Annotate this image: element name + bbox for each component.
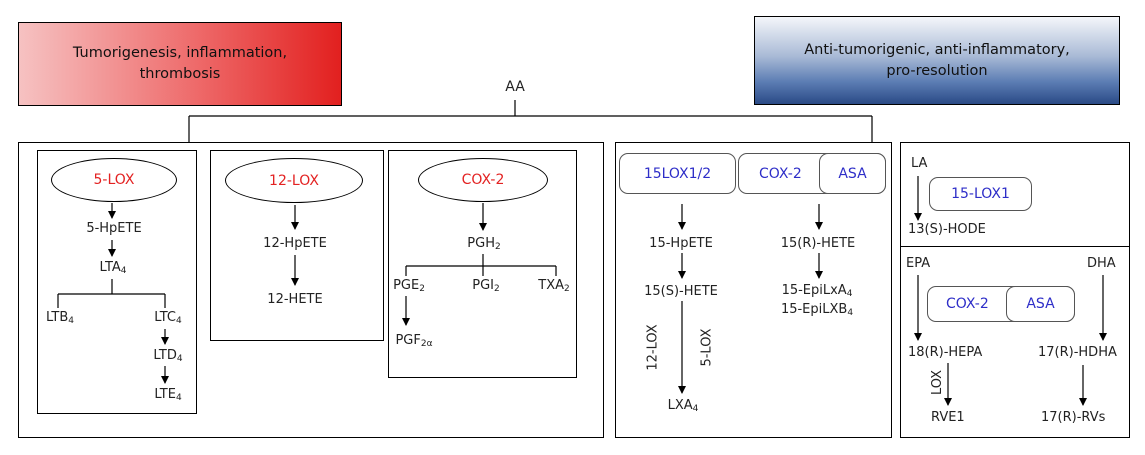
anti-asa-label: ASA (838, 165, 867, 182)
lxa4-label: LXA4 (667, 398, 699, 414)
lox12-box (210, 150, 384, 341)
lox12-hete: 12-HETE (267, 292, 323, 307)
cox2-box (388, 150, 577, 378)
pgi2-label: PGI2 (472, 278, 500, 294)
fatty-cox2-label: COX-2 (946, 296, 989, 312)
anti-tumor-header-line1: Anti-tumorigenic, anti-inflammatory, (804, 41, 1070, 58)
pgf2a-label: PGF2α (395, 333, 433, 349)
asa-box: ASA (819, 153, 886, 194)
lox5-box (37, 150, 197, 414)
epilxa4-label: 15-EpiLxA4 (781, 283, 853, 299)
r-hete-label: 15(R)-HETE (780, 236, 856, 251)
anti-cox2-label: COX-2 (759, 165, 802, 182)
cox2-enzyme-label: COX-2 (461, 172, 505, 188)
lox12-hpete: 12-HpETE (263, 236, 327, 251)
fatty-asa-box: ASA (1006, 286, 1075, 322)
ltd4-label: LTD4 (153, 348, 183, 364)
txa2-label: TXA2 (538, 278, 570, 294)
cox2-enzyme-ellipse: COX-2 (418, 158, 548, 202)
rve1-label: RVE1 (931, 410, 965, 425)
pro-tumor-header: Tumorigenesis, inflammation, thrombosis (18, 22, 342, 106)
epa-label: EPA (906, 256, 931, 271)
lta4-label: LTA4 (99, 260, 127, 276)
lte4-label: LTE4 (154, 387, 182, 403)
anti-tumor-panel (615, 142, 892, 438)
pro-tumor-header-line2: thrombosis (139, 66, 221, 82)
pge2-label: PGE2 (393, 278, 425, 294)
rvs-label: 17(R)-RVs (1041, 410, 1106, 425)
pro-tumor-header-line1: Tumorigenesis, inflammation, (72, 45, 288, 61)
hode-label: 13(S)-HODE (908, 222, 986, 237)
lox15-enzyme-label: 15LOX1/2 (643, 165, 712, 182)
lox5-hpete: 5-HpETE (86, 221, 142, 236)
hpete15-label: 15-HpETE (649, 236, 713, 251)
anti-tumor-header-line2: pro-resolution (886, 62, 988, 79)
fatty-acid-divider (900, 246, 1130, 247)
hepa-label: 18(R)-HEPA (908, 345, 983, 360)
dha-label: DHA (1087, 256, 1116, 271)
fatty-acid-panel (900, 142, 1130, 438)
hdha-label: 17(R)-HDHA (1038, 345, 1117, 360)
lox15-1-label: 15-LOX1 (951, 186, 1010, 202)
la-label: LA (911, 156, 928, 171)
lox15-1-box: 15-LOX1 (929, 177, 1032, 211)
lox12-enzyme-label: 12-LOX (269, 172, 319, 189)
anti-tumor-header: Anti-tumorigenic, anti-inflammatory, pro… (754, 16, 1120, 105)
fatty-asa-label: ASA (1026, 296, 1055, 312)
lox12-side-label: 12-LOX (645, 324, 661, 371)
root-aa-label: AA (505, 79, 525, 95)
lox5-side-label: 5-LOX (699, 328, 715, 367)
lox5-enzyme-label: 5-LOX (93, 172, 135, 188)
s-hete-label: 15(S)-HETE (644, 284, 718, 299)
pgh2-label: PGH2 (467, 236, 501, 252)
lox5-enzyme-ellipse: 5-LOX (51, 158, 177, 202)
pro-tumor-panel (18, 142, 604, 438)
epilxb4-label: 15-EpiLXB4 (780, 302, 854, 318)
lox12-enzyme-ellipse: 12-LOX (225, 158, 363, 203)
lox-side-label: LOX (930, 369, 946, 396)
ltc4-label: LTC4 (154, 310, 182, 326)
ltb4-label: LTB4 (45, 310, 75, 326)
lox15-enzyme-box: 15LOX1/2 (619, 153, 736, 194)
